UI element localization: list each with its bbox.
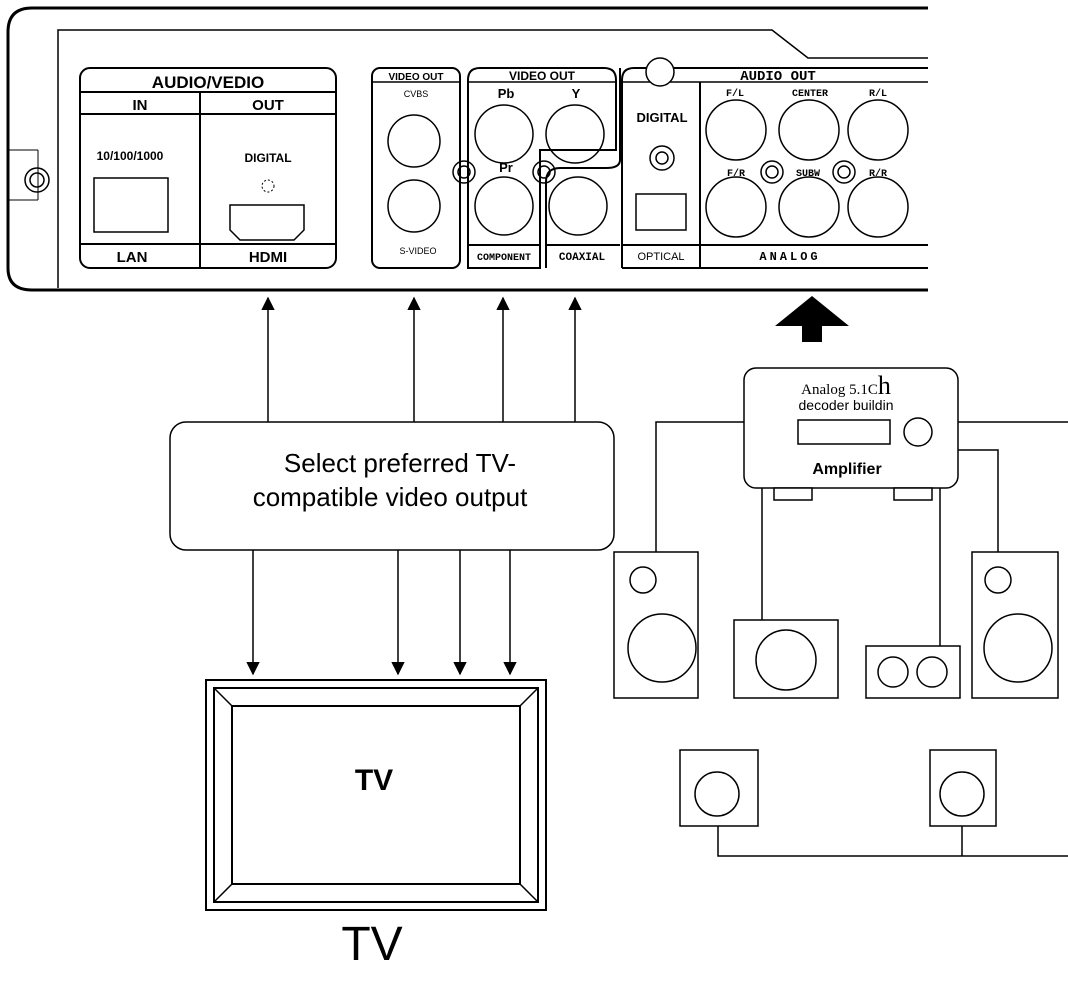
center-label: CENTER [792, 89, 828, 100]
coaxial-label: COAXIAL [559, 252, 606, 264]
pr-jack [474, 176, 534, 236]
amplifier-line1: Analog 5.1Ch [801, 371, 891, 400]
optical-label: OPTICAL [637, 251, 684, 263]
pb-jack [474, 104, 534, 164]
lan-label: LAN [117, 249, 148, 266]
audio-out-group: AUDIO OUT DIGITAL OPTICAL F/L CENTER R/L [621, 57, 928, 269]
audio-small-jack-icon-1 [760, 160, 784, 184]
cvbs-jack [387, 114, 441, 168]
video-output-selector-box: Select preferred TV- compatible video ou… [169, 421, 615, 551]
rr-jack [847, 176, 909, 238]
player-rear-panel: AUDIO/VEDIO IN OUT 10/100/1000 LAN DIGIT… [6, 6, 928, 292]
amplifier-label: Amplifier [812, 461, 881, 478]
tv-screen-label: TV [355, 764, 393, 797]
subw-label: SUBW [796, 169, 820, 180]
y-jack [545, 104, 605, 164]
digital-jack-icon [649, 145, 675, 171]
ground-screw-icon [24, 167, 50, 193]
tv-caption: TV [341, 918, 402, 971]
out-label: OUT [252, 97, 284, 114]
cvbs-label: CVBS [404, 89, 429, 99]
amplifier-knob-icon [903, 417, 933, 447]
lan-port [93, 177, 169, 233]
rl-label: R/L [869, 88, 887, 100]
amplifier-line1-a: Analog 5.1C [801, 382, 878, 398]
analog-label: ANALOG [759, 250, 820, 264]
amplifier-line2: decoder buildin [799, 397, 894, 413]
panel-inner-outline [57, 29, 928, 288]
hdmi-port [229, 204, 305, 241]
hdmi-digital-label: DIGITAL [244, 151, 291, 165]
small-jack-icon [452, 160, 476, 184]
audio-small-jack-icon-2 [832, 160, 856, 184]
pr-label: Pr [499, 160, 513, 175]
tv-icon: TV [205, 679, 547, 911]
fl-label: F/L [726, 88, 744, 100]
av-port-group: AUDIO/VEDIO IN OUT 10/100/1000 LAN DIGIT… [79, 67, 337, 269]
amplifier-line1-b: h [878, 371, 891, 400]
video-arrows-down [246, 550, 517, 676]
audio-out-label: AUDIO OUT [740, 69, 816, 85]
amplifier-display [797, 419, 891, 445]
indicator-circle-icon [645, 57, 675, 87]
coaxial-group: COAXIAL [545, 68, 621, 268]
lan-speed-label: 10/100/1000 [97, 149, 164, 163]
component-label: COMPONENT [477, 253, 531, 264]
fr-jack [705, 176, 767, 238]
speaker-wiring [655, 421, 1068, 857]
fl-jack [705, 99, 767, 161]
in-label: IN [133, 97, 148, 114]
front-right-speaker-icon [971, 551, 1059, 699]
coaxial-jack [548, 176, 608, 236]
front-left-speaker-icon [613, 551, 699, 699]
selector-text-line2: compatible video output [253, 482, 528, 512]
subw-jack [778, 176, 840, 238]
video-arrows-up [261, 296, 582, 422]
rear-right-speaker-icon [929, 749, 997, 827]
video-out-label-1: VIDEO OUT [388, 72, 443, 83]
hdmi-label: HDMI [249, 249, 287, 266]
video-out-label-2: VIDEO OUT [509, 69, 576, 83]
component-small-jack-icon [532, 160, 556, 184]
rear-left-speaker-icon [679, 749, 759, 827]
amplifier-unit: Analog 5.1Ch decoder buildin Amplifier [743, 367, 959, 501]
subwoofer-icon [865, 645, 961, 699]
audio-digital-label: DIGITAL [636, 110, 687, 125]
pb-label: Pb [498, 86, 515, 101]
svideo-label: S-VIDEO [399, 246, 436, 256]
component-group: VIDEO OUT Pb Y Pr COMPONENT [467, 67, 617, 269]
cvbs-svideo-group: VIDEO OUT CVBS S-VIDEO [371, 67, 461, 269]
analog-audio-arrow-icon [775, 296, 849, 342]
rl-jack [847, 99, 909, 161]
center-jack [778, 99, 840, 161]
center-speaker-icon [733, 619, 839, 699]
optical-port [635, 193, 687, 231]
av-title: AUDIO/VEDIO [152, 73, 264, 92]
svideo-jack [387, 179, 441, 233]
y-label: Y [572, 86, 581, 101]
selector-text-line1: Select preferred TV- [284, 448, 516, 478]
hdmi-indicator-icon [261, 179, 275, 193]
